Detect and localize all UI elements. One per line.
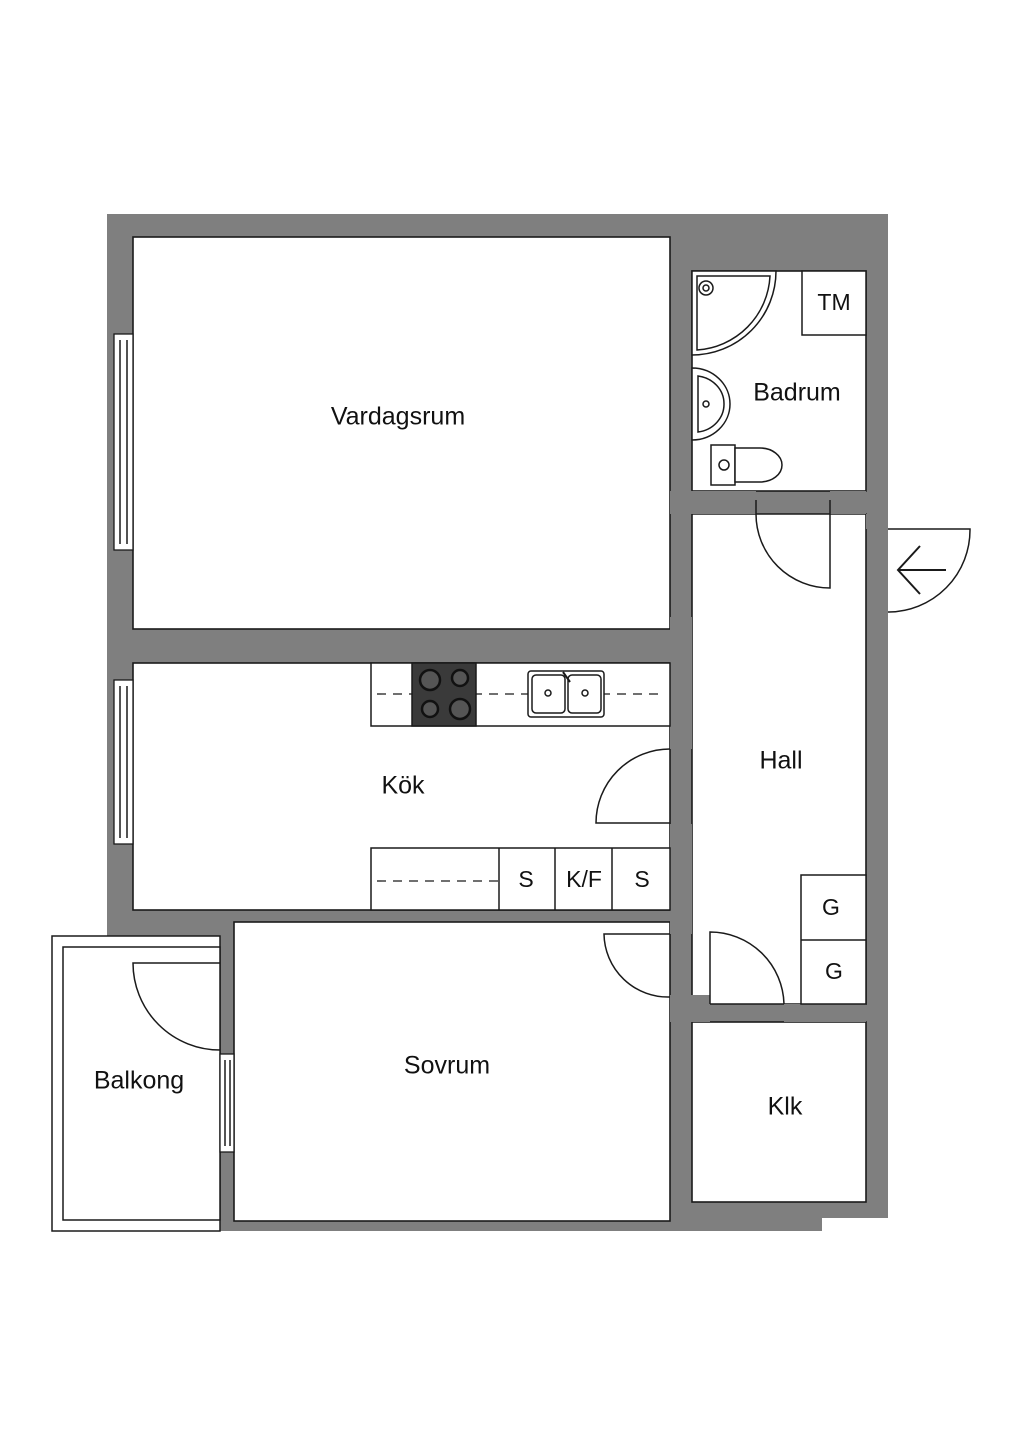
window-sovrum bbox=[219, 1053, 235, 1153]
room-label-kok: Kök bbox=[381, 772, 425, 800]
toilet-icon bbox=[710, 444, 783, 486]
wall-hall-right-upper bbox=[866, 514, 888, 529]
room-label-balkong: Balkong bbox=[94, 1067, 184, 1095]
door-badrum bbox=[755, 500, 831, 589]
wall-klk-top-right bbox=[784, 1004, 866, 1022]
room-label-badrum: Badrum bbox=[753, 379, 841, 407]
windows bbox=[113, 333, 235, 1153]
floor-klk bbox=[691, 1021, 867, 1203]
kok-counter-upper bbox=[370, 662, 671, 727]
fixture-label-s2: S bbox=[634, 866, 649, 892]
badrum-fixtures bbox=[691, 270, 867, 486]
room-label-hall: Hall bbox=[759, 747, 802, 775]
wall-sovrum-door-stub bbox=[670, 995, 710, 1022]
room-label-vardagsrum: Vardagsrum bbox=[331, 403, 465, 431]
door-kok bbox=[595, 748, 671, 824]
kitchen-sink-icon bbox=[527, 670, 605, 718]
door-sovrum bbox=[603, 933, 671, 998]
entrance-arrow-icon bbox=[896, 545, 946, 595]
fixture-label-tm: TM bbox=[817, 289, 850, 315]
doors bbox=[132, 500, 971, 1051]
fixture-label-kf: K/F bbox=[566, 866, 602, 892]
window-kok bbox=[113, 679, 134, 845]
wall-badrum-bottom-left bbox=[670, 491, 756, 514]
wall-kok-right-upper bbox=[670, 617, 692, 749]
fixture-label-g2: G bbox=[825, 958, 843, 984]
sink-icon bbox=[691, 367, 731, 441]
floor-vardagsrum bbox=[132, 236, 671, 630]
door-entrance bbox=[887, 528, 971, 613]
tm-box bbox=[801, 270, 867, 336]
wall-kok-right-lower bbox=[670, 824, 692, 934]
interior-walls bbox=[670, 491, 888, 1022]
fixture-label-g1: G bbox=[822, 894, 840, 920]
wall-badrum-bottom-right bbox=[830, 491, 866, 514]
hall-cabinets bbox=[800, 874, 867, 1005]
door-balkong bbox=[132, 962, 221, 1051]
kok-counter-lower bbox=[370, 847, 671, 911]
fixture-label-s1: S bbox=[518, 866, 533, 892]
floor-sovrum bbox=[233, 921, 671, 1222]
room-label-sovrum: Sovrum bbox=[404, 1052, 490, 1080]
window-vardagsrum bbox=[113, 333, 134, 551]
door-klk bbox=[709, 931, 785, 1005]
shower-icon bbox=[691, 270, 777, 356]
room-label-klk: Klk bbox=[768, 1093, 803, 1121]
